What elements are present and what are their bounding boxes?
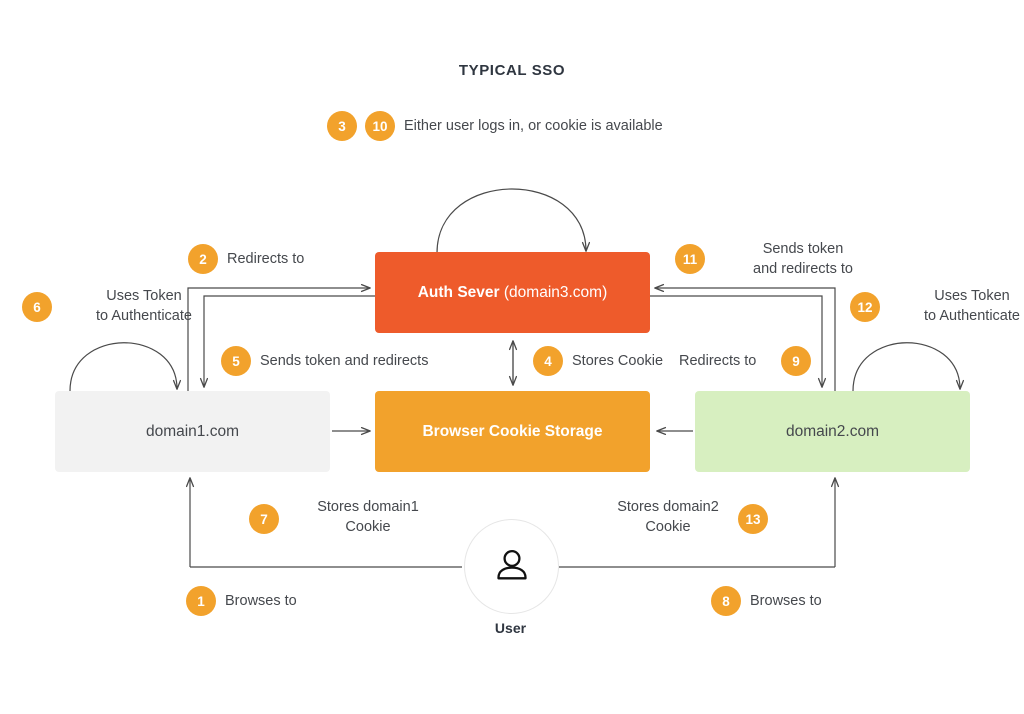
auth-server-label-rest: (domain3.com) bbox=[499, 283, 608, 301]
domain2-label: domain2.com bbox=[785, 422, 880, 440]
domain1-label: domain1.com bbox=[145, 422, 240, 440]
step-badge-13[interactable]: 13 bbox=[738, 504, 768, 534]
step-label-1: Browses to bbox=[225, 593, 297, 609]
step-label-7: Stores domain1 Cookie bbox=[317, 499, 419, 535]
step-badge-1[interactable]: 1 bbox=[186, 586, 216, 616]
step-label-2: Redirects to bbox=[227, 251, 305, 267]
step-label-3-10: Either user logs in, or cookie is availa… bbox=[404, 118, 663, 134]
cookie-storage-label: Browser Cookie Storage bbox=[422, 422, 603, 440]
step-label-12: Uses Token to Authenticate bbox=[924, 288, 1020, 324]
step-label-4: Stores Cookie bbox=[572, 353, 664, 369]
step-badge-10[interactable]: 10 bbox=[365, 111, 395, 141]
step-label-8: Browses to bbox=[750, 593, 822, 609]
user-label: User bbox=[494, 620, 527, 636]
step-label-5: Sends token and redirects bbox=[260, 353, 429, 369]
step-badge-8[interactable]: 8 bbox=[711, 586, 741, 616]
auth-server-label: Auth Sever (domain3.com) bbox=[418, 284, 608, 302]
auth-server-label-bold: Auth Sever bbox=[417, 283, 500, 301]
node-domain2[interactable]: domain2.com bbox=[695, 391, 970, 472]
arrow-domain2-to-auth bbox=[655, 288, 836, 391]
node-auth-server[interactable]: Auth Sever (domain3.com) bbox=[375, 252, 650, 333]
arrow-auth-self-loop bbox=[436, 188, 586, 254]
step-badge-6[interactable]: 6 bbox=[22, 292, 52, 322]
step-badge-4[interactable]: 4 bbox=[533, 346, 563, 376]
user-person-icon bbox=[496, 549, 527, 579]
step-badge-9[interactable]: 9 bbox=[781, 346, 811, 376]
arrow-domain1-self-loop bbox=[69, 342, 177, 392]
arrow-domain2-self-loop bbox=[852, 342, 960, 392]
step-label-6: Uses Token to Authenticate bbox=[96, 288, 192, 324]
page-title: TYPICAL SSO bbox=[458, 62, 566, 79]
step-label-13: Stores domain2 Cookie bbox=[617, 499, 719, 535]
step-label-9: Redirects to bbox=[679, 353, 757, 369]
step-badge-5[interactable]: 5 bbox=[221, 346, 251, 376]
step-badge-7[interactable]: 7 bbox=[249, 504, 279, 534]
step-label-11: Sends token and redirects to bbox=[753, 241, 853, 277]
step-badge-2[interactable]: 2 bbox=[188, 244, 218, 274]
node-browser-cookie-storage[interactable]: Browser Cookie Storage bbox=[375, 391, 650, 472]
node-user[interactable] bbox=[464, 519, 559, 614]
step-badge-11[interactable]: 11 bbox=[675, 244, 705, 274]
step-badge-3[interactable]: 3 bbox=[327, 111, 357, 141]
step-badge-12[interactable]: 12 bbox=[850, 292, 880, 322]
node-domain1[interactable]: domain1.com bbox=[55, 391, 330, 472]
